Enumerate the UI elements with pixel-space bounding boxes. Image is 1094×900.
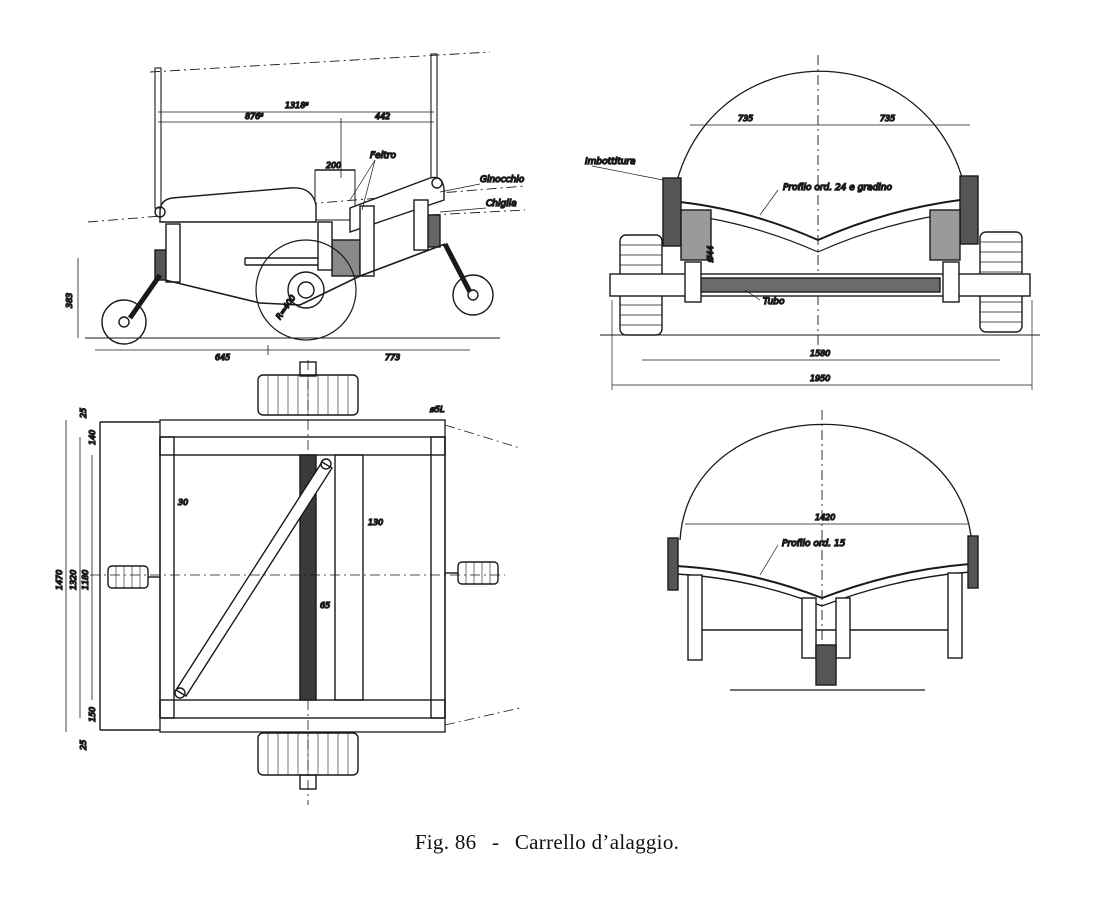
dim-plan-inner-b: 1180: [81, 570, 90, 590]
dim-front-half-right: 735: [880, 114, 895, 123]
dim-plan-rail: 30: [178, 498, 188, 507]
dim-plan-overall: 1470: [55, 570, 64, 590]
dim-side-right: 442: [375, 112, 390, 121]
technical-drawing: 1318⁵ 876⁵ 442 200 R=400: [54, 51, 1040, 805]
side-view: 1318⁵ 876⁵ 442 200 R=400: [64, 51, 525, 363]
label-imbottitura: Imbottitura: [585, 157, 636, 167]
dim-front-half-left: 735: [738, 114, 753, 123]
dim-front-hub: Ø44: [705, 246, 715, 263]
dim-front-track: 1580: [810, 349, 830, 358]
figure-caption: Fig. 86 - Carrello d’alaggio.: [0, 830, 1094, 855]
plan-view: 25 140 1470 1320 1180 150 25 30 130 65 ø…: [54, 360, 521, 805]
dim-bottom-left: 645: [215, 353, 230, 362]
rear-view: 1420 Profilo ord. 15: [667, 410, 979, 691]
dim-plan-top-member: 140: [88, 430, 97, 445]
dim-side-overall: 1318⁵: [285, 101, 309, 110]
label-profilo-15: Profilo ord. 15: [782, 539, 846, 549]
dim-wheel-radius: R=400: [274, 293, 297, 321]
dim-plan-corner: ø5L: [429, 405, 444, 414]
label-feltro: Feltro: [370, 151, 396, 161]
dim-plan-top-small: 25: [79, 408, 88, 418]
dim-plan-bottom-member: 150: [88, 707, 97, 722]
label-chiglia: Chiglia: [486, 199, 517, 209]
dim-plan-bottom-small: 25: [79, 740, 88, 750]
dim-bottom-right: 773: [385, 353, 400, 362]
dim-plan-inner-a: 1320: [69, 570, 78, 590]
label-ginocchio: Ginocchio: [480, 175, 525, 185]
dim-plan-tube-dia: 65: [320, 601, 330, 610]
caption-separator: -: [492, 830, 500, 854]
dim-side-height: 383: [65, 293, 74, 308]
caption-title: Carrello d’alaggio.: [514, 830, 680, 854]
dim-side-left: 876⁵: [245, 112, 263, 121]
dim-plan-tube: 130: [368, 518, 383, 527]
caption-fig-number: Fig. 86: [414, 830, 477, 854]
label-profilo-24: Profilo ord. 24 e gradino: [783, 183, 893, 193]
dim-post-width: 200: [326, 161, 341, 170]
front-view: 735 735 1580 1950 Ø44 Imbottitura Profil…: [584, 55, 1040, 390]
dim-front-overall: 1950: [810, 374, 830, 383]
dim-rear-width: 1420: [815, 513, 835, 522]
label-tubo: Tubo: [763, 297, 785, 307]
